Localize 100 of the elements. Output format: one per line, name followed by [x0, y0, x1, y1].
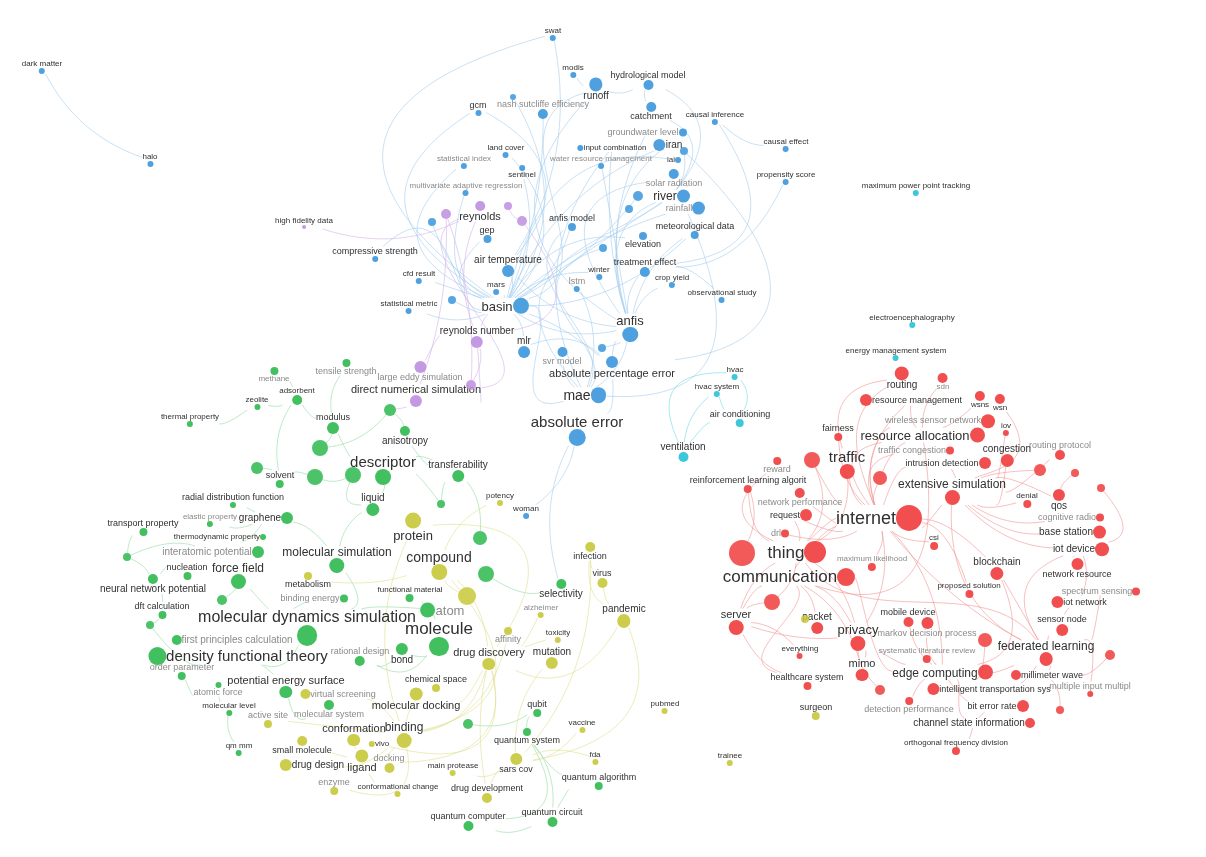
keyword-label: statistical index	[436, 155, 492, 163]
link-curve	[1051, 679, 1061, 707]
keyword-label: binding	[384, 721, 424, 733]
keyword-label: virus	[592, 568, 612, 578]
keyword-label: compound	[406, 550, 472, 564]
keyword-label: qos	[1050, 501, 1068, 511]
link-curve	[722, 124, 765, 146]
link-curve	[891, 530, 930, 543]
link-curve	[384, 541, 407, 722]
keyword-label: channel state information	[913, 718, 1025, 728]
keyword-label: interatomic potential	[162, 547, 252, 557]
keyword-label: lai	[667, 156, 675, 164]
link-curve	[218, 409, 248, 425]
link-curve	[432, 225, 490, 299]
link-curve	[533, 744, 554, 808]
link-curve	[528, 313, 599, 357]
keyword-label: quantum circuit	[521, 807, 583, 817]
link-curve	[415, 474, 440, 502]
link-curve	[1083, 639, 1094, 682]
link-curve	[246, 507, 256, 513]
keyword-label: markov decision process	[877, 628, 977, 638]
keyword-label: trainee	[717, 752, 743, 760]
link-curve	[1072, 555, 1075, 558]
link-curve	[942, 407, 972, 428]
link-curve	[690, 422, 711, 443]
keyword-label: river	[653, 190, 677, 202]
keyword-label: reynolds number	[439, 326, 515, 336]
link-curve	[520, 617, 539, 647]
link-curve	[1047, 635, 1050, 641]
link-curve	[748, 492, 770, 542]
link-curve	[675, 124, 752, 264]
keyword-label: bit error rate	[967, 701, 1017, 711]
link-curve	[509, 236, 626, 299]
keyword-label: binding energy	[280, 593, 340, 603]
keyword-label: selectivity	[539, 589, 583, 599]
link-curve	[416, 168, 488, 299]
keyword-label: modis	[562, 64, 584, 72]
keyword-label: hvac system	[694, 383, 740, 391]
link-curve	[492, 577, 540, 595]
keyword-label: alzheimer	[523, 604, 559, 612]
link-curve	[419, 218, 447, 384]
keyword-label: molecular level	[202, 702, 256, 710]
keyword-label: traffic	[828, 448, 866, 464]
link-curve	[526, 716, 530, 728]
link-curve	[971, 504, 1046, 524]
link-curve	[514, 213, 667, 299]
link-curve	[848, 478, 863, 506]
link-curve	[514, 627, 618, 679]
link-curve	[668, 372, 727, 443]
keyword-label: atom	[435, 603, 465, 617]
keyword-label: absolute error	[530, 413, 624, 429]
link-curve	[583, 181, 647, 314]
link-curve	[424, 335, 441, 361]
keyword-label: anisotropy	[381, 436, 429, 446]
keyword-label: anfis model	[549, 213, 595, 223]
link-curve	[524, 639, 547, 648]
link-curve	[804, 562, 1037, 641]
keyword-label: reinforcement learning algorit	[689, 475, 807, 485]
link-curve	[337, 433, 351, 458]
keyword-label: radial distribution function	[181, 492, 285, 502]
link-curve	[411, 445, 429, 466]
link-curve	[864, 650, 867, 658]
link-curve	[511, 157, 545, 299]
link-curve	[293, 471, 308, 475]
link-curve	[262, 645, 299, 668]
link-curve	[538, 201, 663, 388]
link-curve	[412, 655, 428, 658]
link-curve	[532, 627, 640, 761]
link-curve	[615, 150, 661, 314]
link-curve	[479, 669, 487, 784]
keyword-label: intelligent transportation sys	[939, 684, 1051, 694]
link-curve	[444, 579, 460, 593]
keyword-label: atomic force	[193, 687, 243, 697]
link-curve	[327, 414, 387, 448]
link-curve	[882, 442, 906, 472]
keyword-label: network resource	[1042, 569, 1112, 579]
keyword-label: drl	[771, 528, 781, 538]
link-curve	[1064, 607, 1070, 615]
link-curve	[933, 662, 937, 665]
link-curve	[605, 341, 622, 348]
keyword-label: proposed solution	[937, 582, 1001, 590]
link-curve	[325, 433, 333, 444]
link-curve	[532, 749, 590, 757]
keyword-label: observational study	[687, 289, 757, 297]
link-curve	[1020, 665, 1038, 684]
keyword-label: catchment	[630, 111, 672, 121]
link-curve	[519, 230, 570, 299]
link-curve	[1081, 555, 1087, 597]
keyword-label: iot device	[1052, 544, 1096, 554]
link-curve	[528, 92, 584, 300]
link-curve	[814, 585, 852, 623]
link-curve	[807, 518, 837, 542]
link-curve	[422, 643, 507, 732]
link-curve	[459, 241, 482, 299]
keyword-label: winter	[588, 266, 610, 274]
link-curve	[889, 530, 1022, 641]
keyword-label: mutation	[532, 647, 572, 657]
keyword-label: healthcare system	[770, 672, 844, 682]
keyword-label: dark matter	[21, 60, 63, 68]
keyword-label: thermal property	[160, 413, 220, 421]
